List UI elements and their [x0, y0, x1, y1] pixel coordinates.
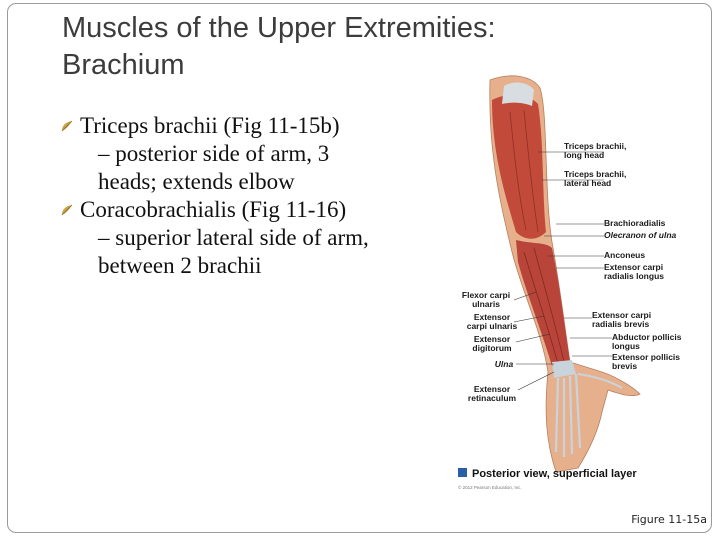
label-er-1: Extensor [474, 384, 511, 394]
label-fcu-1: Flexor carpi [462, 290, 510, 300]
label-ecrb-2: radialis brevis [592, 319, 649, 329]
extensor-retinaculum [552, 360, 576, 378]
label-ecu-1: Extensor [474, 312, 511, 322]
label-ecrb-1: Extensor carpi [592, 310, 651, 320]
caption-marker-icon [458, 468, 467, 477]
triceps-tendon [502, 82, 534, 106]
forearm-muscles [516, 240, 570, 366]
label-epb-2: brevis [612, 361, 637, 371]
label-triceps-long-head-1: Triceps brachii, [564, 141, 626, 151]
bullet-sub-line: heads; extends elbow [98, 169, 295, 194]
label-ed-1: Extensor [474, 334, 511, 344]
bullet-triceps: Triceps brachii (Fig 11-15b) – posterior… [60, 112, 430, 196]
bullet-list: Triceps brachii (Fig 11-15b) – posterior… [60, 112, 430, 280]
label-ed-2: digitorum [472, 343, 512, 353]
bullet-marker-icon [61, 204, 73, 216]
bullet-main-text: Triceps brachii (Fig 11-15b) [80, 113, 340, 138]
label-triceps-lateral-head-1: Triceps brachii, [564, 169, 626, 179]
label-apl-2: longus [612, 341, 640, 351]
label-epb-1: Extensor pollicis [612, 352, 680, 362]
triceps-muscle [492, 95, 546, 239]
label-triceps-lateral-head-2: lateral head [564, 178, 611, 188]
label-olecranon: Olecranon of ulna [604, 230, 677, 240]
bullet-sub-line: between 2 brachii [98, 253, 262, 278]
label-er-2: retinaculum [468, 393, 517, 403]
bullet-sub-line: – posterior side of arm, 3 [98, 141, 330, 166]
slide-title-line-2: Brachium [62, 49, 185, 81]
slide-title: Muscles of the Upper Extremities: Brachi… [62, 10, 582, 84]
label-triceps-long-head-2: long head [564, 150, 604, 160]
figure-copyright: © 2012 Pearson Education, Inc. [458, 484, 522, 490]
arm-muscle-illustration: Triceps brachii, long head Triceps brach… [458, 75, 682, 490]
label-ulna: Ulna [495, 359, 514, 369]
label-apl-1: Abductor pollicis [612, 332, 682, 342]
figure-caption: Posterior view, superficial layer [472, 468, 637, 480]
label-ecu-2: carpi ulnaris [467, 321, 518, 331]
bullet-marker-icon [61, 120, 73, 132]
label-anconeus: Anconeus [604, 250, 645, 260]
bullet-main-text: Coracobrachialis (Fig 11-16) [80, 197, 347, 222]
label-ecrl-2: radialis longus [604, 271, 664, 281]
bullet-sub-line: – superior lateral side of arm, [98, 225, 369, 250]
label-fcu-2: ulnaris [472, 299, 500, 309]
bullet-coracobrachialis: Coracobrachialis (Fig 11-16) – superior … [60, 196, 430, 280]
figure-reference: Figure 11-15a [631, 513, 707, 526]
label-ecrl-1: Extensor carpi [604, 262, 663, 272]
label-brachioradialis: Brachioradialis [604, 218, 666, 228]
slide-title-line-1: Muscles of the Upper Extremities: [62, 12, 496, 44]
